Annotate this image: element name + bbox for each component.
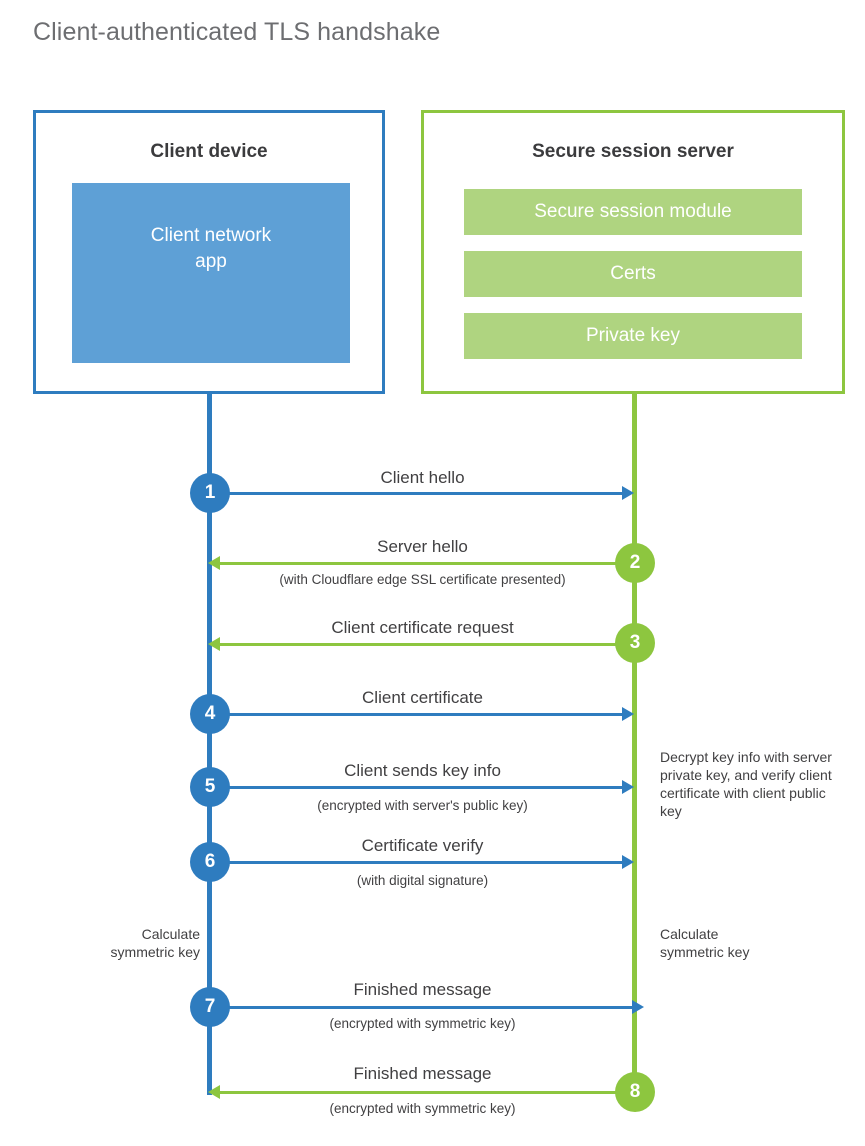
step-7-label: Finished message [353,980,492,999]
client-device-title: Client device [150,141,268,162]
arrowhead-right-icon [622,780,634,794]
step-2-arrow [208,556,635,570]
step-4-label: Client certificate [362,688,483,707]
step-1-circle: 1 [190,473,230,513]
arrowhead-right-icon [622,855,634,869]
step-2-label: Server hello [377,537,468,556]
arrowhead-right-icon [622,707,634,721]
step-4-arrow [210,707,634,721]
arrowhead-left-icon [208,637,220,651]
step-8-sublabel: (encrypted with symmetric key) [329,1101,516,1116]
step-6-circle: 6 [190,842,230,882]
step-7-sublabel: (encrypted with symmetric key) [329,1016,516,1031]
step-3-arrow [208,637,635,651]
step-6-label: Certificate verify [361,836,484,855]
step-5-circle: 5 [190,767,230,807]
step-5-arrow [210,780,634,794]
server-lifeline [632,393,637,1095]
server-decrypt-note: Decrypt key info with server private key… [660,749,832,819]
page-title: Client-authenticated TLS handshake [33,18,441,46]
server-component-stack: Secure session module Certs Private key [464,189,802,375]
step-7-arrow [210,1000,644,1014]
server-item-private-key: Private key [464,313,802,359]
step-3-label: Client certificate request [331,618,514,637]
step-8-label: Finished message [353,1064,492,1083]
step-1-arrow [210,486,634,500]
arrowhead-right-icon [622,486,634,500]
step-2-sublabel: (with Cloudflare edge SSL certificate pr… [279,572,566,587]
step-5-label: Client sends key info [344,761,501,780]
step-5-sublabel: (encrypted with server's public key) [317,798,528,813]
step-3-circle: 3 [615,623,655,663]
arrowhead-left-icon [208,556,220,570]
step-1-label: Client hello [380,468,465,487]
step-2-circle: 2 [615,543,655,583]
step-6-arrow [210,855,634,869]
step-8-circle: 8 [615,1072,655,1112]
secure-session-server-title: Secure session server [532,141,734,162]
server-item-secure-session-module: Secure session module [464,189,802,235]
server-item-certs: Certs [464,251,802,297]
step-6-sublabel: (with digital signature) [356,873,489,888]
step-4-circle: 4 [190,694,230,734]
client-lifeline [207,393,212,1095]
arrowhead-right-icon [632,1000,644,1014]
step-7-circle: 7 [190,987,230,1027]
step-8-arrow [208,1085,635,1099]
arrowhead-left-icon [208,1085,220,1099]
secure-session-server-box: Secure session server Secure session mod… [421,110,845,394]
